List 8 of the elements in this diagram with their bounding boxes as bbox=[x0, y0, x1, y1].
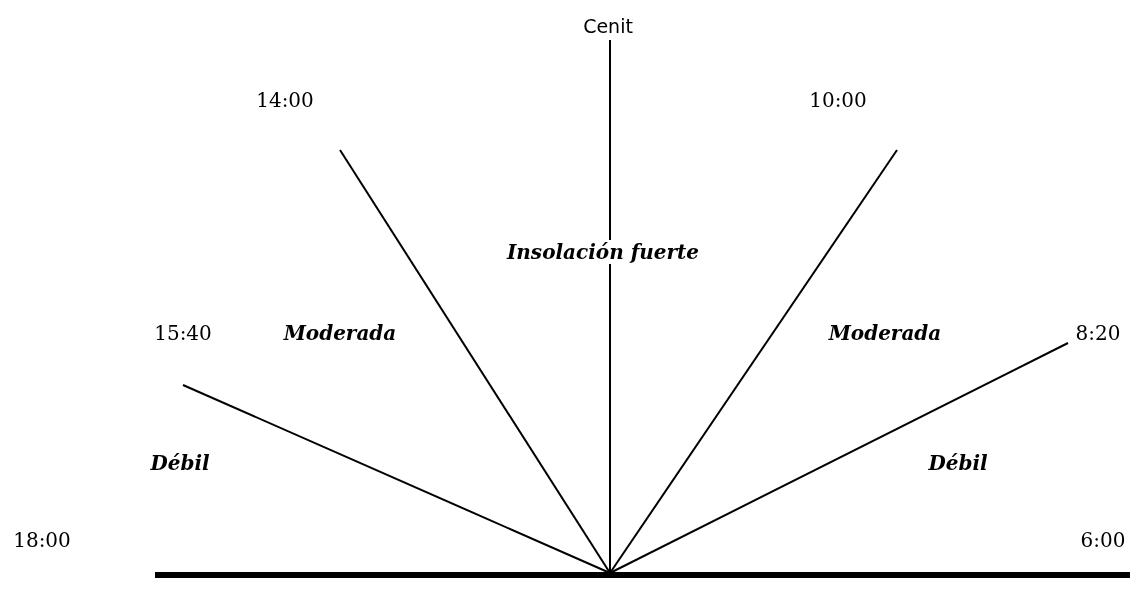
time-label: 8:20 bbox=[1075, 321, 1121, 345]
time-label: 18:00 bbox=[13, 528, 71, 552]
intensity-label: Insolación fuerte bbox=[505, 240, 701, 264]
time-label: 10:00 bbox=[809, 88, 867, 112]
time-label: 6:00 bbox=[1080, 528, 1126, 552]
time-label: 15:40 bbox=[154, 321, 212, 345]
zenith-label: Cenit bbox=[583, 14, 633, 38]
time-label: 14:00 bbox=[256, 88, 314, 112]
